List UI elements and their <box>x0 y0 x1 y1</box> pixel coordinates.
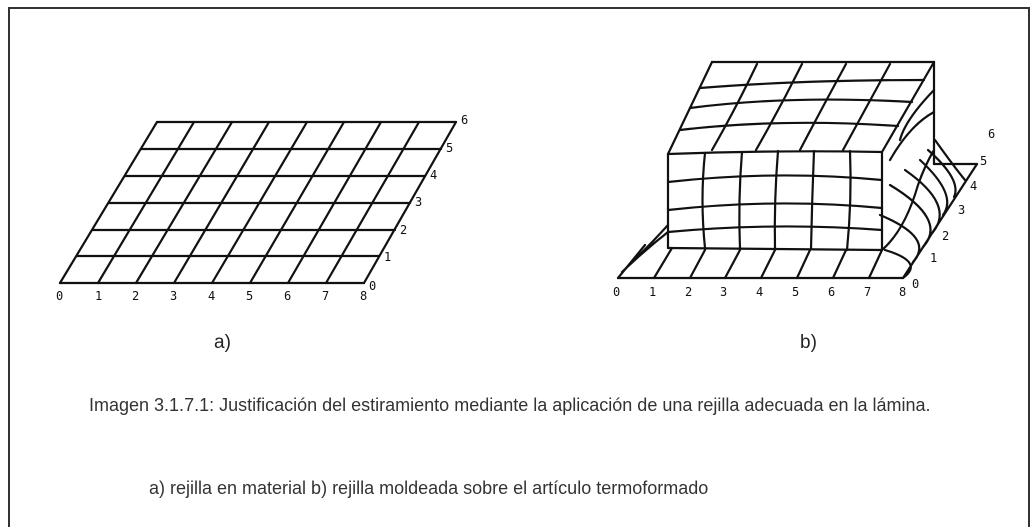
x-tick: 1 <box>95 289 102 303</box>
figure-caption: Imagen 3.1.7.1: Justificación del estira… <box>89 395 931 415</box>
molded-grid-base <box>616 138 979 280</box>
x-tick: 8 <box>899 285 906 299</box>
y-tick: 2 <box>400 223 407 237</box>
molded-box <box>666 60 936 252</box>
flat-grid-diagram: 0 1 2 3 4 5 6 7 8 0 1 2 3 4 5 6 <box>56 60 995 303</box>
x-tick: 0 <box>613 285 620 299</box>
y-tick: 3 <box>958 203 965 217</box>
y-tick: 3 <box>415 195 422 209</box>
x-tick: 2 <box>685 285 692 299</box>
y-tick: 5 <box>980 154 987 168</box>
molded-grid-y-ticks: 0 1 2 3 4 5 6 <box>912 127 995 291</box>
x-tick: 7 <box>322 289 329 303</box>
molded-grid-x-ticks: 0 1 2 3 4 5 6 7 8 <box>613 285 906 299</box>
y-tick: 2 <box>942 229 949 243</box>
x-tick: 6 <box>828 285 835 299</box>
y-tick: 0 <box>369 279 376 293</box>
y-tick: 6 <box>461 113 468 127</box>
x-tick: 8 <box>360 289 367 303</box>
y-tick: 1 <box>384 250 391 264</box>
x-tick: 0 <box>56 289 63 303</box>
y-tick: 4 <box>970 179 977 193</box>
x-tick: 2 <box>132 289 139 303</box>
x-tick: 3 <box>720 285 727 299</box>
y-tick: 0 <box>912 277 919 291</box>
figure-subcaption: a) rejilla en material b) rejilla moldea… <box>149 478 709 498</box>
x-tick: 4 <box>208 289 215 303</box>
x-tick: 4 <box>756 285 763 299</box>
panel-label-b: b) <box>800 332 817 353</box>
figure-frame <box>8 7 1030 527</box>
flat-grid-x-ticks: 0 1 2 3 4 5 6 7 8 <box>56 289 367 303</box>
x-tick: 7 <box>864 285 871 299</box>
flat-grid-lines <box>58 120 458 285</box>
y-tick: 6 <box>988 127 995 141</box>
y-tick: 1 <box>930 251 937 265</box>
flat-grid-y-ticks: 0 1 2 3 4 5 6 <box>369 113 468 293</box>
x-tick: 3 <box>170 289 177 303</box>
x-tick: 6 <box>284 289 291 303</box>
y-tick: 4 <box>430 168 437 182</box>
x-tick: 1 <box>649 285 656 299</box>
panel-label-a: a) <box>214 332 231 353</box>
x-tick: 5 <box>792 285 799 299</box>
y-tick: 5 <box>446 141 453 155</box>
x-tick: 5 <box>246 289 253 303</box>
